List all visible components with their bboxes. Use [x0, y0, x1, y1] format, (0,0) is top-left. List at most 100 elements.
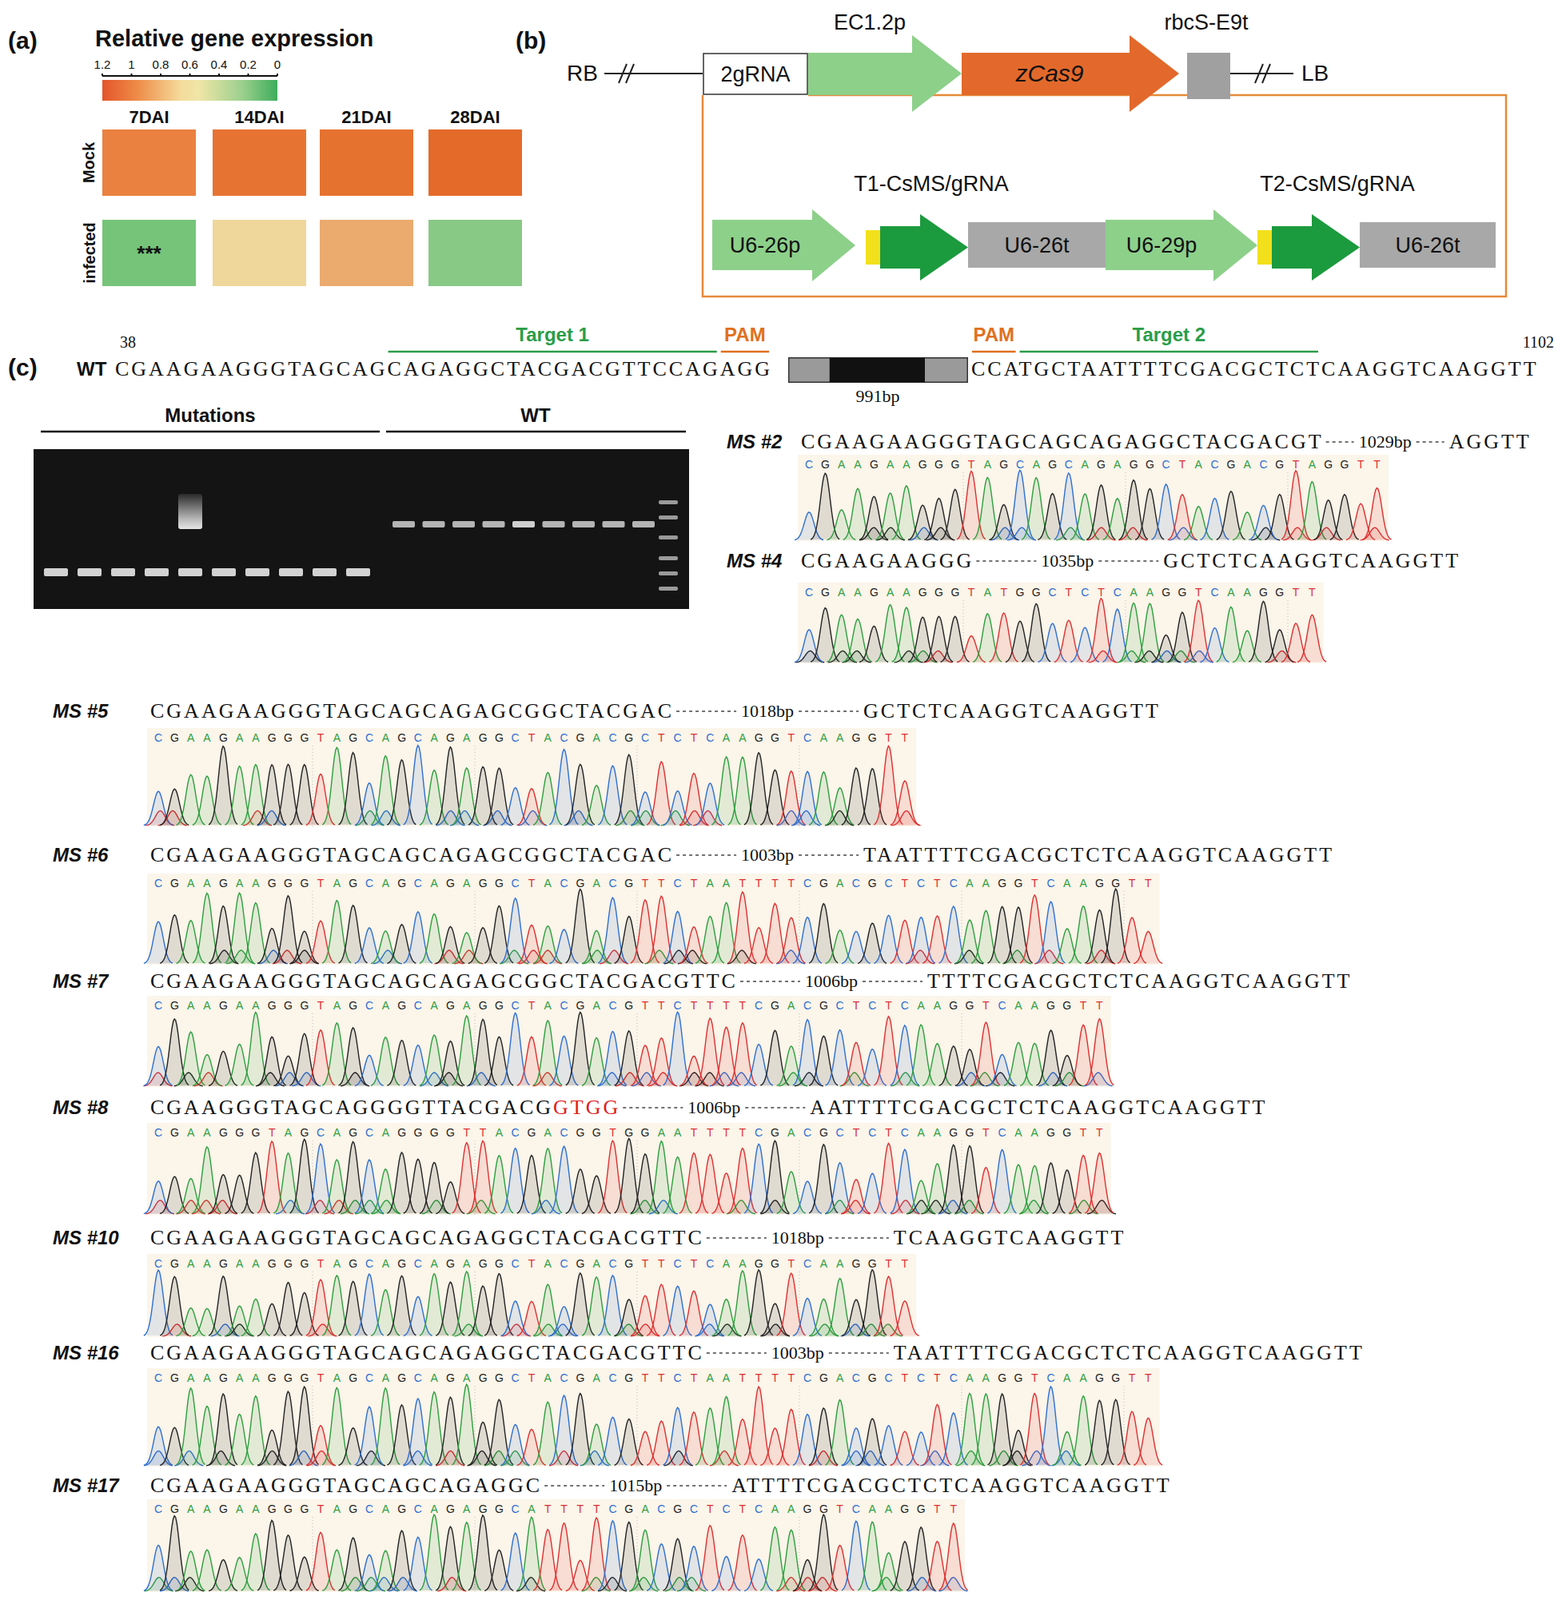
- base-call: A: [734, 1257, 751, 1271]
- base-call: C: [555, 1126, 572, 1140]
- panel-letter: (a): [7, 27, 38, 55]
- base-call: G: [993, 876, 1010, 890]
- shape-fill: [102, 219, 196, 287]
- gel-band: [392, 521, 415, 528]
- base-call: C: [637, 731, 654, 745]
- lane-group-line: [40, 430, 686, 434]
- base-call: C: [880, 1371, 897, 1385]
- base-call: T: [963, 458, 980, 471]
- dna-sequence: CGAAGAAGGGTAGCAGCAGAGCGGCTACGAC: [150, 843, 674, 868]
- base-call: C: [507, 876, 524, 890]
- grna-arrow: T2-CsMS/gRNA: [1257, 214, 1360, 281]
- base-call: A: [183, 1371, 200, 1385]
- mutant-name: MS #10: [52, 1227, 120, 1250]
- chromatogram-ground: [147, 873, 1160, 965]
- base-call: G: [279, 999, 296, 1013]
- base-calls: CGAAGAAGGGTATGGCTCTCAAGGTCAAGGTT: [800, 585, 1321, 599]
- base-call: A: [783, 1126, 800, 1140]
- base-call: A: [881, 458, 898, 471]
- base-call: A: [717, 1371, 734, 1385]
- base-call: C: [150, 1502, 167, 1516]
- base-call: G: [816, 458, 833, 471]
- base-call: C: [410, 731, 427, 745]
- base-call: T: [896, 876, 913, 890]
- base-call: G: [410, 1126, 427, 1140]
- gel-band: [77, 568, 102, 577]
- node-label: U6-26t: [1004, 232, 1069, 258]
- target-overline: [721, 350, 770, 354]
- base-call: G: [864, 1371, 881, 1385]
- base-call: A: [377, 731, 394, 745]
- base-call: C: [312, 1126, 329, 1140]
- base-call: C: [1158, 458, 1175, 471]
- chromatogram-ground: [147, 1123, 1112, 1216]
- chromatogram: [794, 582, 1327, 664]
- base-call: G: [572, 731, 589, 745]
- base-call: A: [426, 999, 443, 1013]
- heatmap-cell: [212, 129, 307, 196]
- base-call: G: [669, 1502, 686, 1516]
- base-call: T: [734, 999, 751, 1013]
- base-call: A: [588, 1257, 605, 1271]
- chromatogram: [143, 873, 1163, 965]
- base-call: A: [881, 585, 898, 599]
- base-call: A: [539, 1257, 556, 1271]
- chromatogram-ground: [797, 454, 1389, 542]
- base-call: T: [1174, 458, 1191, 471]
- base-call: A: [833, 585, 850, 599]
- base-call: G: [215, 876, 232, 890]
- base-call: A: [199, 1371, 216, 1385]
- base-call: G: [215, 1502, 232, 1516]
- base-call: G: [345, 876, 362, 890]
- base-call: C: [604, 999, 621, 1013]
- base-call: C: [150, 1257, 167, 1271]
- base-call: A: [849, 458, 866, 471]
- base-call: T: [996, 585, 1013, 599]
- base-calls: CGAAGAAGGGTAGCAGCAGAGGCTACGACGTAGGTT: [800, 458, 1386, 471]
- base-call: G: [166, 731, 183, 745]
- base-call: G: [296, 999, 313, 1013]
- base-call: G: [393, 876, 410, 890]
- base-call: A: [734, 731, 751, 745]
- base-call: G: [1043, 458, 1060, 471]
- base-call: T: [312, 1502, 329, 1516]
- base-call: T: [783, 1257, 800, 1271]
- node-label: zCas9: [1015, 59, 1084, 88]
- base-call: A: [1010, 1126, 1027, 1140]
- deletion-dash: [666, 1485, 727, 1487]
- mutant-name: MS #16: [52, 1342, 120, 1365]
- base-call: G: [1091, 876, 1108, 890]
- base-call: T: [977, 1126, 994, 1140]
- base-call: A: [912, 999, 929, 1013]
- base-call: A: [979, 458, 996, 471]
- base-call: G: [442, 1371, 459, 1385]
- base-call: C: [361, 1502, 378, 1516]
- base-call: A: [977, 1371, 994, 1385]
- base-call: T: [685, 731, 702, 745]
- base-call: G: [572, 1126, 589, 1140]
- base-call: T: [637, 876, 654, 890]
- base-call: A: [247, 731, 264, 745]
- base-call: T: [1026, 1371, 1043, 1385]
- base-call: C: [799, 1126, 816, 1140]
- promoter-arrow: U6-29p: [1105, 209, 1258, 282]
- gel-band: [178, 494, 203, 530]
- base-call: C: [831, 1126, 848, 1140]
- base-call: T: [685, 876, 702, 890]
- deletion-size: 1015bp: [609, 1475, 662, 1497]
- base-call: G: [166, 1502, 183, 1516]
- base-call: A: [701, 1371, 718, 1385]
- base-call: T: [523, 1257, 540, 1271]
- base-call: C: [507, 731, 524, 745]
- base-call: C: [150, 876, 167, 890]
- base-call: A: [637, 1502, 654, 1516]
- base-call: A: [231, 731, 248, 745]
- base-call: A: [199, 1502, 216, 1516]
- base-call: A: [458, 876, 475, 890]
- deletion-dash: [706, 1237, 767, 1240]
- base-call: T: [653, 876, 670, 890]
- base-call: T: [734, 1126, 751, 1140]
- base-call: C: [669, 731, 686, 745]
- base-call: T: [945, 1502, 962, 1516]
- mutant-name: MS #4: [726, 549, 782, 573]
